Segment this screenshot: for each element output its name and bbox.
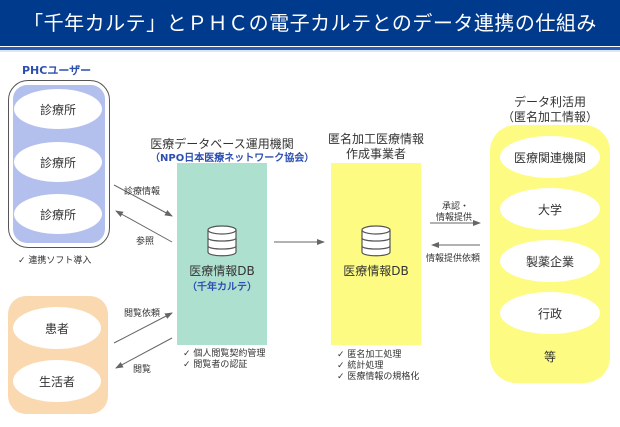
db-check-1: ✓ 個人閲覧契約管理 [183,349,266,359]
data-users-etc: 等 [543,350,556,364]
arrow-label-view: 閲覧 [133,365,152,375]
user-university-label: 大学 [537,202,562,217]
data-users-title-1: データ利活用 [513,95,586,109]
anon-check-3: ✓ 医療情報の規格化 [337,372,420,382]
user-government-label: 行政 [537,306,562,321]
anon-operator-title-1: 匿名加工医療情報 [327,132,424,146]
patient-label: 患者 [44,321,69,336]
user-medical: 医療関連機関 [500,136,600,178]
arrow-label-info-request: 情報提供依頼 [426,254,481,264]
arrow-label-view-request: 閲覧依頼 [124,309,161,319]
header-divider [0,47,620,50]
arrow-label-reference: 参照 [136,237,155,247]
arrow-label-clinical-info: 診療情報 [124,187,161,197]
anon-check-2: ✓ 統計処理 [337,361,384,371]
user-medical-label: 医療関連機関 [513,150,586,165]
clinic-1-label: 診療所 [39,102,76,117]
citizen-label: 生活者 [38,374,75,389]
database-icon [361,225,391,257]
citizen-oval: 生活者 [13,360,101,402]
db-check-2: ✓ 閲覧者の認証 [183,360,248,370]
arrow-db-to-patient [115,337,173,369]
phc-users-label: PHCユーザー [22,64,92,77]
user-pharma: 製薬企業 [500,240,600,282]
clinic-2: 診療所 [14,142,102,182]
anon-operator-title-2: 作成事業者 [345,147,406,161]
user-pharma-label: 製薬企業 [525,254,574,269]
patient-oval: 患者 [13,307,101,349]
clinic-2-label: 診療所 [39,155,76,170]
db-label: 医療情報DB [189,264,255,278]
anon-check-1: ✓ 匿名加工処理 [337,350,402,360]
user-university: 大学 [500,188,600,230]
header-shadow [0,50,620,52]
phc-users-note: ✓ 連携ソフト導入 [18,256,92,266]
anon-db-label: 医療情報DB [343,264,409,278]
clinic-1: 診療所 [14,89,102,129]
db-operator-subtitle: （NPO日本医療ネットワーク協会） [150,153,315,164]
arrow-patient-to-db [113,312,173,344]
arrow-label-approval-line2: 情報提供 [436,213,473,223]
header-bar [0,0,620,46]
db-operator-title: 医療データベース運用機関 [150,137,294,151]
page-title: 「千年カルテ」とＰＨＣの電子カルテとのデータ連携の仕組み [23,11,597,35]
data-users-title-2: （匿名加工情報） [501,110,598,124]
arrow-clinic-to-db [113,184,173,217]
arrow-db-to-clinic [115,210,173,243]
clinic-3-label: 診療所 [39,207,76,222]
user-government: 行政 [500,292,600,334]
db-sublabel: （千年カルテ） [187,282,257,293]
arrow-label-approval-line1: 承認・ [442,202,470,212]
clinic-3: 診療所 [14,194,102,234]
database-icon [207,225,237,257]
